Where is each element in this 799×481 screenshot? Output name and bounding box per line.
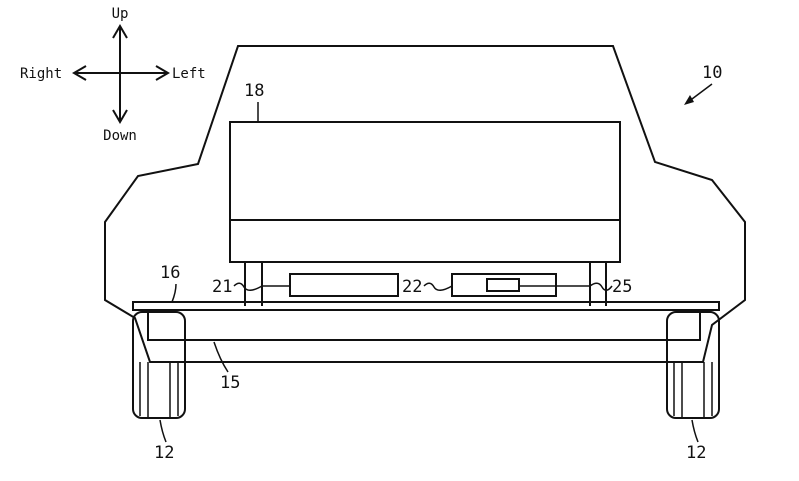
battery-upper-case	[229, 121, 621, 221]
vehicle-reference: 10	[684, 63, 722, 105]
component-units	[289, 273, 557, 297]
unit-25-ref-label: 25	[612, 277, 632, 297]
direction-compass: Up Down Right Left	[20, 6, 206, 144]
wheel-left	[132, 311, 186, 419]
compass-right-arrowhead	[72, 65, 87, 81]
wheel-right-ref-leader	[691, 419, 699, 443]
compass-down-arrowhead	[112, 109, 128, 124]
vehicle-ref-arrowhead	[684, 95, 694, 105]
floor-ref-leader	[171, 283, 177, 303]
wheel-right	[666, 311, 720, 419]
battery-ref-label: 18	[244, 81, 264, 101]
wheel-left-ref-leader	[159, 419, 167, 443]
frame-ref-leader	[213, 341, 229, 373]
compass-left-arrowhead	[155, 65, 170, 81]
wheel-left-body	[132, 311, 186, 419]
unit-21-ref-leader	[233, 282, 290, 291]
vehicle-body-outline	[104, 45, 746, 363]
unit-25-ref-leader	[519, 282, 613, 291]
compass-down-label: Down	[103, 128, 137, 144]
floor-ref-label: 16	[160, 263, 180, 283]
frame-ref-label: 15	[220, 373, 240, 393]
compass-up-label: Up	[112, 6, 129, 22]
floor-panel	[132, 301, 720, 311]
vehicle-ref-label: 10	[702, 63, 722, 83]
unit-22-box	[451, 273, 557, 297]
compass-left-label: Left	[172, 66, 206, 82]
wheel-right-ref-label: 12	[686, 443, 706, 463]
battery-lower-case	[229, 219, 621, 263]
vehicle-frame	[147, 309, 701, 341]
unit-22-ref-leader	[423, 282, 453, 291]
reference-labels: 16 21 22 25 15 12 12	[154, 263, 706, 463]
unit-25-box	[486, 278, 520, 292]
compass-right-label: Right	[20, 66, 62, 82]
battery-supports	[244, 262, 607, 306]
unit-21-ref-label: 21	[212, 277, 232, 297]
unit-22-ref-label: 22	[402, 277, 422, 297]
compass-up-arrowhead	[112, 24, 128, 39]
unit-21-box	[289, 273, 399, 297]
battery-pack: 18	[229, 81, 621, 263]
wheel-right-body	[666, 311, 720, 419]
wheel-left-ref-label: 12	[154, 443, 174, 463]
